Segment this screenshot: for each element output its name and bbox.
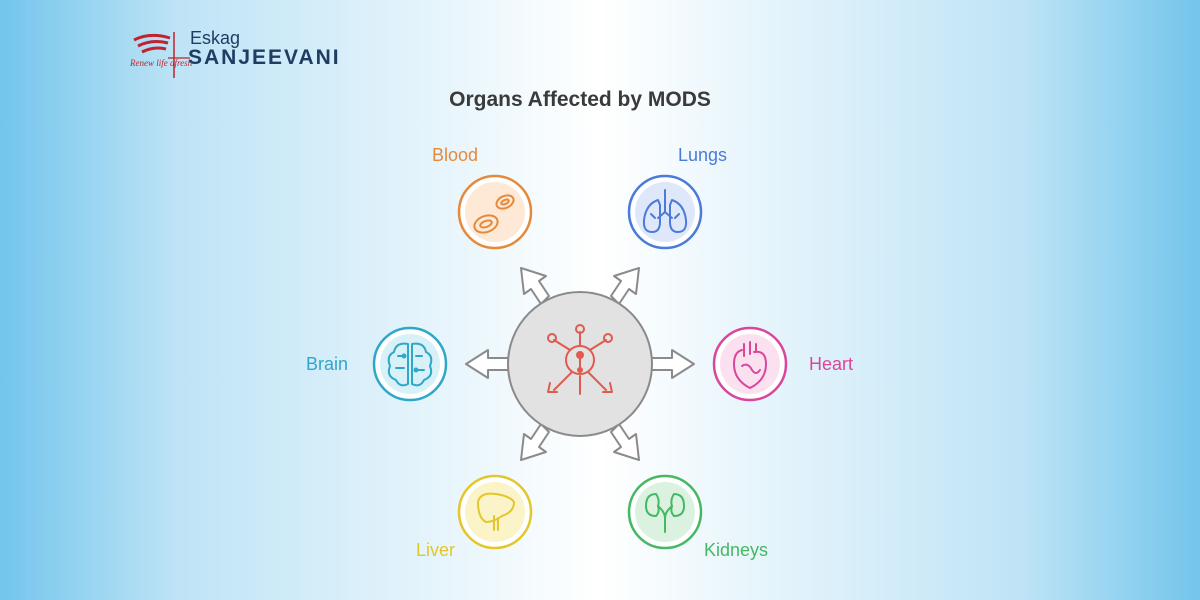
- label-heart: Heart: [809, 354, 854, 374]
- arrow-lungs: [610, 267, 640, 305]
- heart-icon: [733, 341, 767, 389]
- arrow-heart: [647, 349, 695, 379]
- arrow-liver: [520, 423, 550, 461]
- brain-icon: [387, 342, 433, 387]
- label-kidneys: Kidneys: [704, 540, 769, 560]
- blood-cells-icon: [473, 194, 515, 234]
- liver-node: [457, 474, 533, 550]
- brain-node: [372, 326, 448, 402]
- liver-icon: [477, 492, 515, 531]
- arrow-blood: [520, 267, 550, 305]
- logo-swoosh-icon: [133, 32, 190, 78]
- lungs-icon: [642, 189, 688, 233]
- heart-node: [712, 326, 788, 402]
- label-brain: Brain: [306, 354, 349, 374]
- logo-top-text: Eskag: [190, 28, 241, 48]
- kidneys-icon: [645, 493, 685, 533]
- label-liver: Liver: [416, 540, 456, 560]
- logo-main-text: SANJEEVANI: [188, 46, 341, 69]
- lungs-node: [627, 174, 703, 250]
- diagram-title: Organs Affected by MODS: [449, 88, 711, 111]
- arrow-brain: [465, 349, 513, 379]
- kidneys-node: [627, 474, 703, 550]
- arrow-kidneys: [610, 423, 640, 461]
- label-blood: Blood: [432, 145, 479, 165]
- brand-logo: Eskag SANJEEVANI Renew life afresh: [130, 28, 360, 80]
- multi-organ-spread-icon: [547, 324, 613, 395]
- logo-tagline: Renew life afresh: [130, 58, 193, 68]
- label-lungs: Lungs: [678, 145, 728, 165]
- blood-node: [457, 174, 533, 250]
